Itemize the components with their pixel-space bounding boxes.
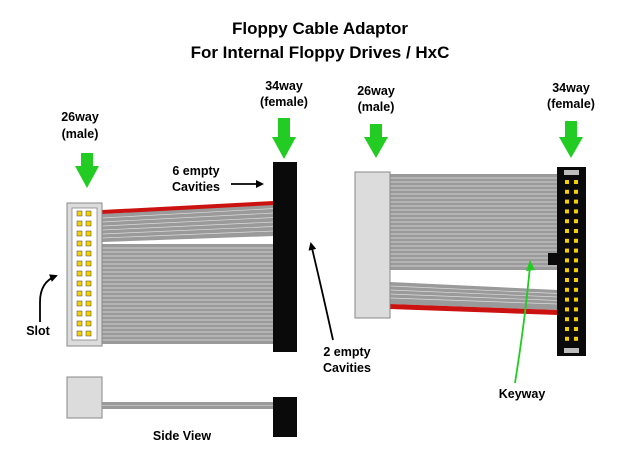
header-pin (76, 330, 83, 337)
green-arrow-icon (364, 124, 388, 158)
header-pin (76, 240, 83, 247)
header-pin (85, 320, 92, 327)
socket-pin (565, 317, 569, 322)
socket-pin (574, 229, 578, 233)
header-26way-male (66, 202, 103, 347)
socket-pin (565, 336, 569, 341)
socket-pin (574, 307, 578, 312)
six-empty-sub-label: Cavities (172, 180, 220, 194)
socket-pin (574, 268, 578, 273)
header-pin (85, 220, 92, 227)
header-pin (76, 220, 83, 227)
socket-pin (565, 238, 569, 243)
socket-pin (565, 307, 569, 312)
right-26way-label: 26way (357, 84, 395, 98)
socket-pin (574, 278, 578, 282)
header-pin (76, 280, 83, 287)
socket-pin (574, 258, 578, 263)
socket-pin (565, 180, 569, 184)
header-pin (85, 260, 92, 267)
header-pin (85, 210, 92, 217)
socket-pin (565, 248, 569, 253)
green-arrow-icon (75, 153, 99, 188)
side-view-label: Side View (153, 429, 211, 443)
two-empty-sub-label: Cavities (323, 361, 371, 375)
socket-pin (574, 336, 578, 341)
connector-34way-female-front (557, 167, 586, 356)
header-pin (85, 240, 92, 247)
header-pin (85, 330, 92, 337)
green-arrow-icon (559, 121, 583, 158)
ribbon-cable-lower-right (389, 282, 559, 315)
title-line-2: For Internal Floppy Drives / HxC (191, 43, 450, 62)
left-34way-sub-label: (female) (260, 95, 308, 109)
socket-pin (565, 258, 569, 263)
header-pin (76, 320, 83, 327)
ribbon-cable-lower (102, 244, 274, 344)
header-pin (76, 270, 83, 277)
socket-pin (574, 219, 578, 224)
socket-pin (565, 268, 569, 273)
header-pin (85, 280, 92, 287)
socket-pin (565, 199, 569, 204)
socket-pin (565, 278, 569, 282)
header-pin (76, 310, 83, 317)
header-pin (76, 300, 83, 307)
socket-pin (565, 287, 569, 292)
slot-label: Slot (26, 324, 50, 338)
keyway-notch (548, 253, 558, 265)
green-arrow-icon (272, 118, 296, 159)
socket-pin (574, 180, 578, 184)
pointer-arrow-icon (39, 274, 58, 322)
socket-pin (565, 229, 569, 233)
header-pin (76, 230, 83, 237)
right-34way-sub-label: (female) (547, 97, 595, 111)
title-line-1: Floppy Cable Adaptor (232, 19, 408, 38)
right-26way-sub-label: (male) (358, 100, 395, 114)
six-empty-label: 6 empty (172, 164, 219, 178)
socket-pin (574, 287, 578, 292)
left-34way-label: 34way (265, 79, 303, 93)
header-pin (76, 250, 83, 257)
socket-pin (574, 248, 578, 253)
left-26way-label: 26way (61, 110, 99, 124)
pointer-arrow-icon (308, 242, 334, 341)
keyway-arrowhead-icon (526, 260, 535, 271)
socket-pin (574, 317, 578, 322)
header-26way-side (354, 171, 391, 319)
socket-pin (565, 297, 569, 302)
connector-34way-female (273, 162, 297, 352)
keyway-label: Keyway (499, 387, 546, 401)
header-pin (76, 290, 83, 297)
keyway-pointer-icon (514, 265, 531, 384)
side-view (66, 376, 297, 437)
socket-pin (574, 209, 578, 214)
socket-pin (565, 209, 569, 214)
header-pin (85, 230, 92, 237)
header-pin (85, 310, 92, 317)
socket-pin (574, 297, 578, 302)
right-34way-label: 34way (552, 81, 590, 95)
socket-pin (574, 199, 578, 204)
ribbon-cable-upper (101, 201, 275, 242)
left-26way-sub-label: (male) (62, 127, 99, 141)
socket-pin (565, 219, 569, 224)
header-pin (85, 250, 92, 257)
header-pin (85, 290, 92, 297)
header-pin (76, 210, 83, 217)
socket-pin (565, 327, 569, 331)
two-empty-label: 2 empty (323, 345, 370, 359)
header-pin (76, 260, 83, 267)
ribbon-cable-upper-right (390, 174, 558, 270)
socket-pin (574, 327, 578, 331)
socket-pin (574, 189, 578, 194)
header-pin (85, 270, 92, 277)
socket-pin (565, 189, 569, 194)
socket-pin (574, 238, 578, 243)
header-pin (85, 300, 92, 307)
